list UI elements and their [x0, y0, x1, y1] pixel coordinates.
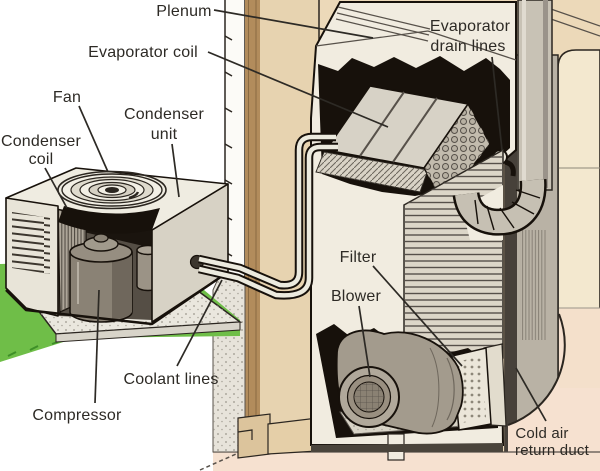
- leader-compressor: [94, 289, 100, 404]
- leader-lines: [44, 9, 547, 422]
- label-condenser-unit-1: Condenser: [124, 106, 205, 123]
- condenser-fan: [57, 170, 167, 210]
- labels: Plenum Evaporator coil Evaporator drain …: [1, 3, 590, 459]
- leader-filter: [372, 265, 463, 367]
- cold-air-return-duct: [504, 54, 559, 471]
- ceiling-beam-lines: [547, 7, 600, 37]
- label-compressor: Compressor: [32, 407, 122, 424]
- condenser-unit: [5, 167, 229, 326]
- label-evaporator-drain-lines-2: drain lines: [430, 38, 505, 55]
- leader-condenser-coil: [44, 167, 68, 209]
- leader-evaporator-drain-lines: [491, 56, 503, 151]
- blower: [335, 329, 464, 435]
- leader-evaporator-coil: [207, 51, 389, 128]
- leader-blower: [358, 305, 371, 378]
- drain-pan: [316, 152, 428, 192]
- label-cold-air-return-duct-2: return duct: [515, 442, 590, 459]
- plenum-opening: [315, 56, 516, 205]
- label-condenser-coil-2: coil: [29, 151, 54, 168]
- leader-fan: [78, 105, 109, 173]
- label-evaporator-drain-lines-1: Evaporator: [430, 18, 511, 35]
- flue-pipe: [517, 0, 553, 191]
- leader-cold-air-return-duct: [515, 367, 547, 422]
- leader-plenum: [213, 9, 374, 39]
- label-filter: Filter: [340, 249, 377, 266]
- filter: [451, 343, 507, 431]
- condenser-base-rail: [5, 270, 229, 326]
- condenser-left-panel: [5, 197, 59, 317]
- label-cold-air-return-duct-1: Cold air: [515, 425, 568, 442]
- sill-plate: [237, 413, 271, 459]
- leader-coolant-lines: [176, 279, 223, 367]
- label-fan: Fan: [53, 89, 81, 106]
- house-wall-section: [212, 0, 335, 459]
- label-evaporator-coil: Evaporator coil: [88, 44, 198, 61]
- evaporator-coil: [315, 85, 491, 205]
- compressor: [69, 233, 133, 323]
- louver-vents: [12, 212, 50, 274]
- leader-condenser-unit: [171, 143, 180, 198]
- coolant-lines: [198, 132, 338, 300]
- label-condenser-unit-2: unit: [151, 126, 178, 143]
- label-condenser-coil-1: Condenser: [1, 133, 82, 150]
- label-plenum: Plenum: [156, 3, 211, 20]
- flue-elbow: [452, 179, 547, 236]
- label-blower: Blower: [331, 288, 382, 305]
- blower-compartment: [311, 324, 507, 461]
- label-coolant-lines: Coolant lines: [123, 371, 218, 388]
